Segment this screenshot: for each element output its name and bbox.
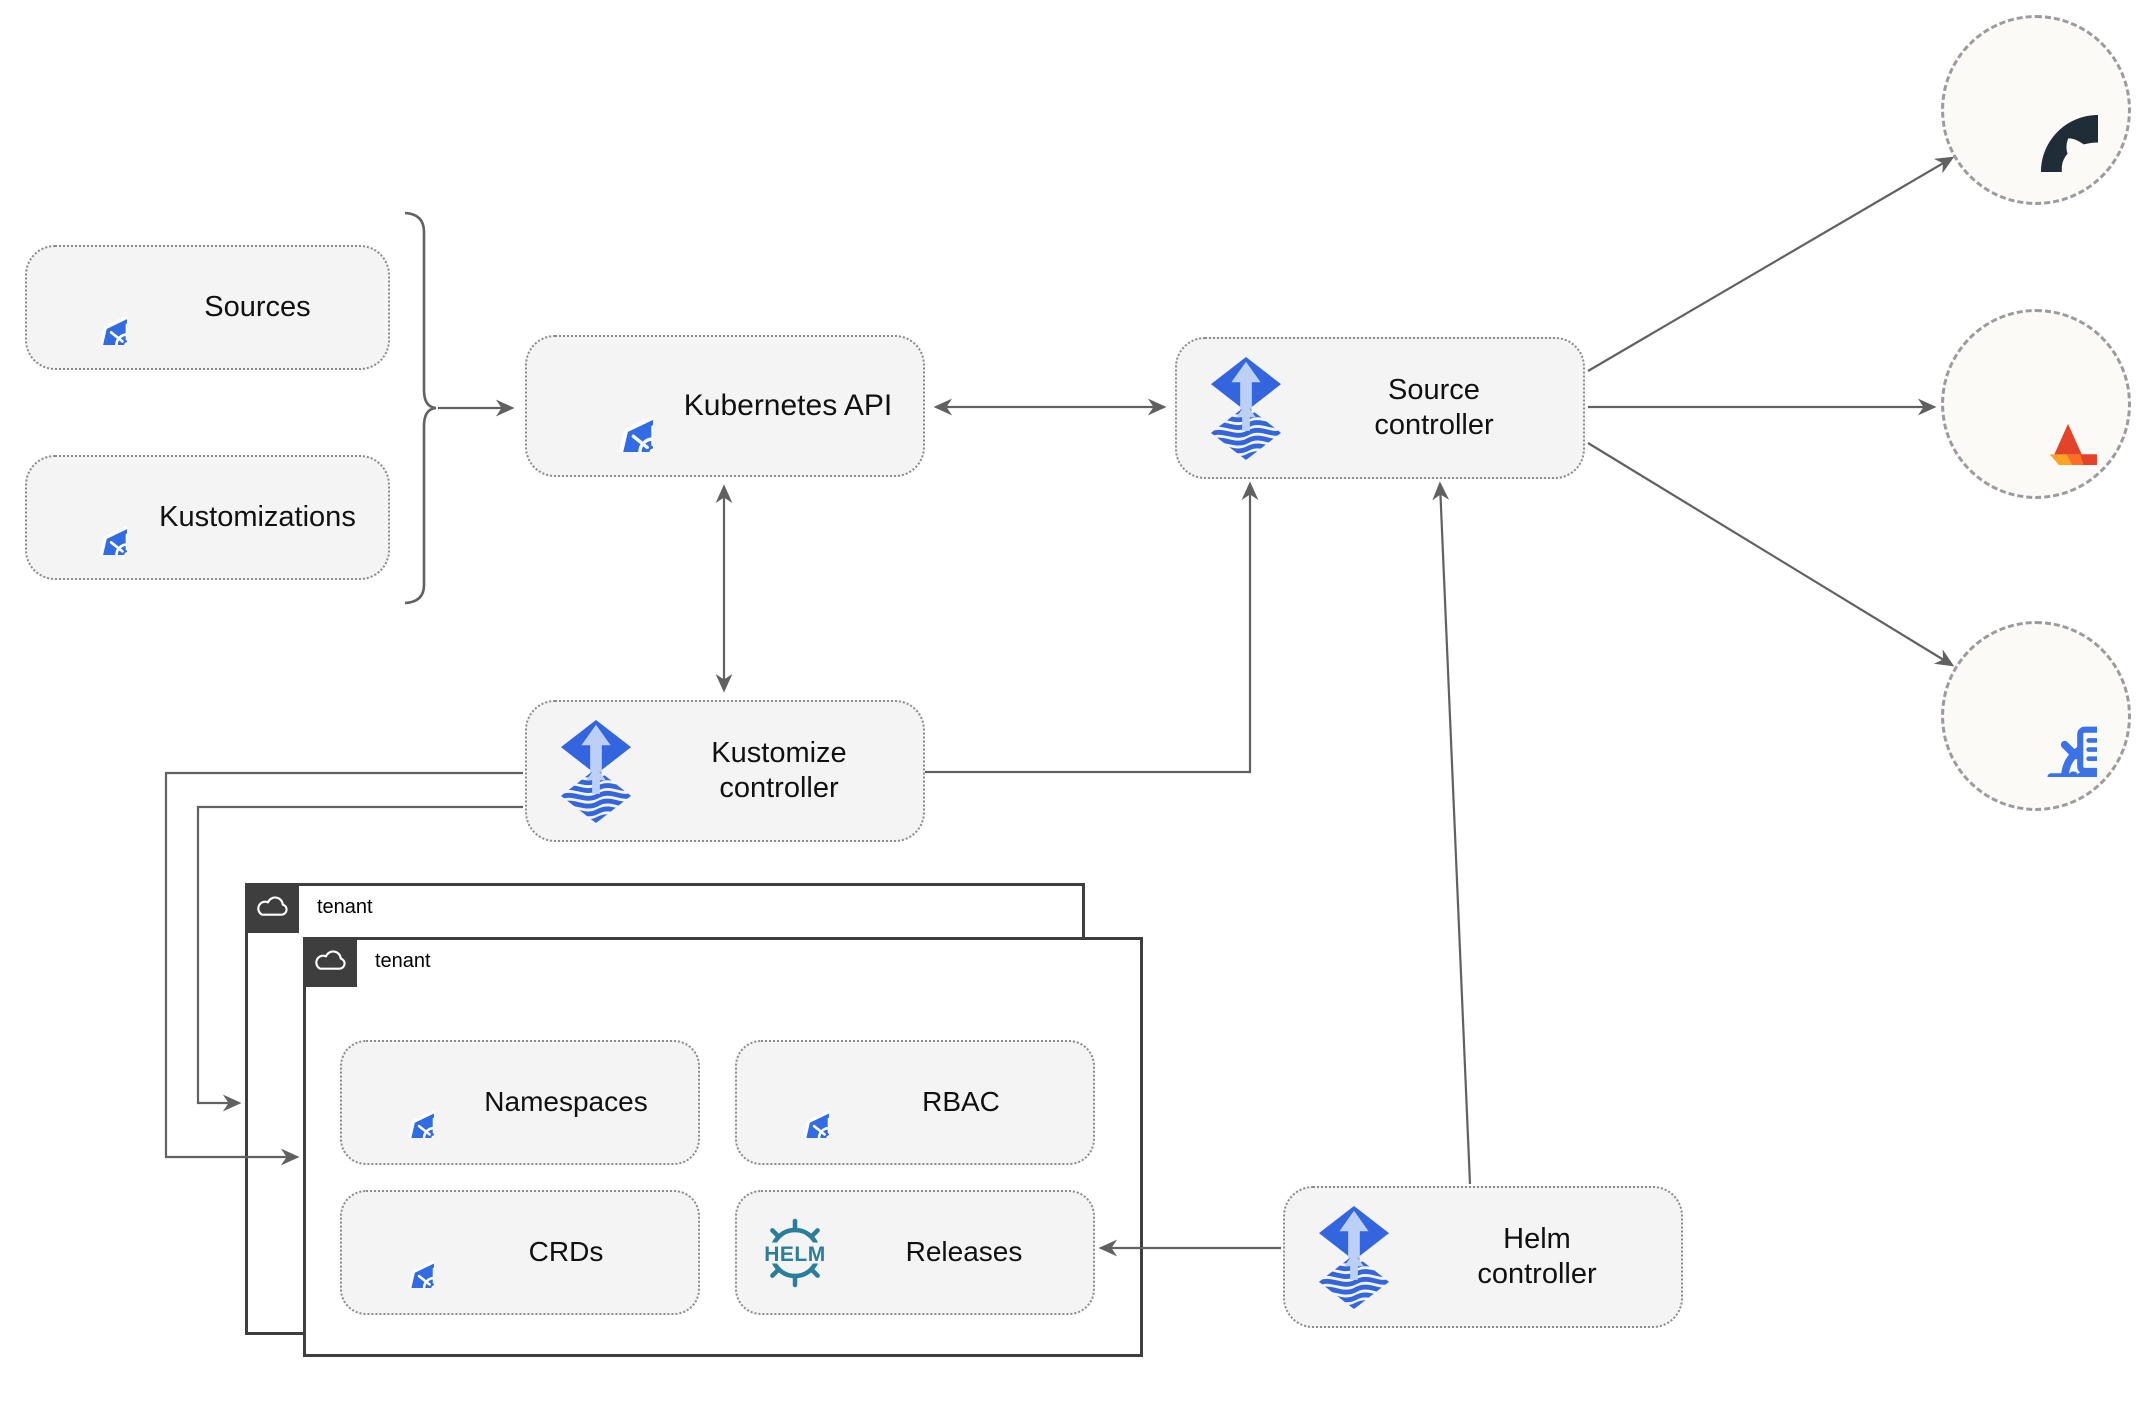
edge-kustomize-to-source-controller [925,481,1259,774]
helm-logo-text: HELM [764,1243,826,1266]
kubernetes-icon [561,360,653,452]
edge-source-controller-to-github [1587,156,1955,372]
chartmuseum-icon [1975,655,2097,777]
sources-label: Sources [204,290,311,323]
kubernetes-icon [759,1068,829,1138]
curly-brace [404,211,437,605]
node-kustomize-controller: Kustomize controller [525,700,925,842]
cloud-icon [256,896,288,920]
node-releases: HELM Releases [735,1190,1095,1315]
node-source-controller: Source controller [1175,337,1585,479]
chartmuseum-node [1941,621,2131,811]
flux-icon [1315,1204,1393,1311]
gitlab-node [1941,309,2131,499]
node-helm-controller: Helm controller [1283,1186,1683,1328]
kubernetes-icon [364,1068,434,1138]
edge-helm-to-source-controller [1432,481,1472,1185]
helm-controller-label: Helm controller [1477,1222,1597,1290]
kubernetes-api-label: Kubernetes API [683,388,893,422]
namespaces-label: Namespaces [484,1086,648,1118]
github-node [1941,15,2131,205]
kustomize-controller-label: Kustomize controller [711,736,847,804]
flux-icon [557,718,635,825]
cloud-icon [314,950,346,974]
kustomizations-label: Kustomizations [159,500,356,533]
node-kubernetes-api: Kubernetes API [525,335,925,477]
helm-icon: HELM [759,1218,831,1287]
rbac-label: RBAC [922,1086,1000,1118]
tenant-back-tab [245,883,299,933]
github-icon [1974,48,2098,172]
tenant-back-label: tenant [317,896,373,918]
flux-icon [1207,355,1285,462]
node-crds: CRDs [340,1190,700,1315]
kubernetes-icon [53,481,127,555]
node-sources: Sources [25,245,390,370]
node-rbac: RBAC [735,1040,1095,1165]
tenant-front-tab [303,937,357,987]
tenant-front-label: tenant [375,950,431,972]
releases-label: Releases [905,1236,1023,1268]
edge-source-controller-to-chartmuseum [1587,442,1955,667]
kubernetes-icon [53,271,127,345]
source-controller-label: Source controller [1374,373,1494,441]
kubernetes-icon [364,1218,434,1288]
node-kustomizations: Kustomizations [25,455,390,580]
gitlab-icon [1975,343,2097,465]
node-namespaces: Namespaces [340,1040,700,1165]
crds-label: CRDs [528,1236,604,1268]
